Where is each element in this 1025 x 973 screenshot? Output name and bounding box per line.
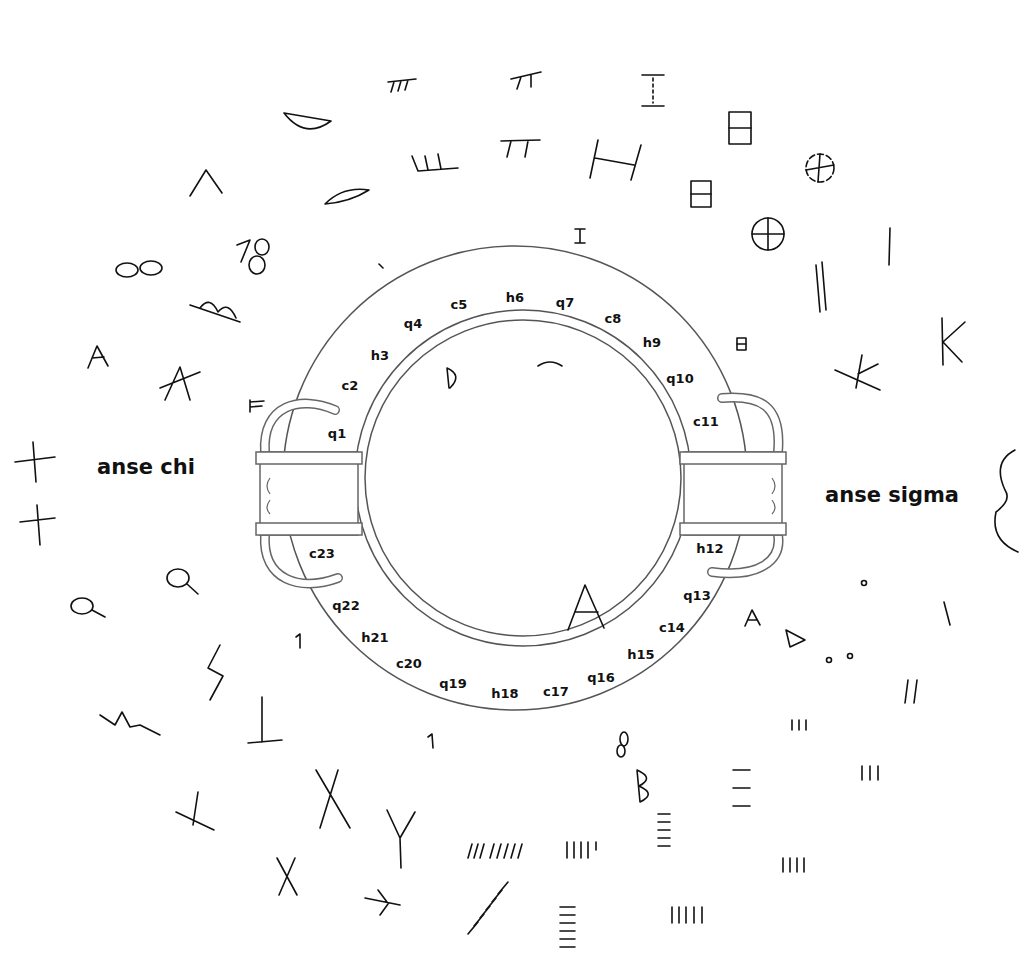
position-code: h9 (643, 335, 661, 350)
position-code: q19 (439, 676, 466, 691)
position-code: c23 (309, 546, 335, 561)
position-code: h18 (491, 686, 518, 701)
position-code: q10 (666, 371, 693, 386)
position-code: q22 (332, 598, 359, 613)
position-code: c17 (543, 684, 569, 699)
position-code: c8 (605, 311, 622, 326)
position-code: q16 (587, 670, 614, 685)
position-code: c14 (659, 620, 685, 635)
position-code: h21 (361, 630, 388, 645)
position-code: q7 (556, 295, 574, 310)
position-code: c20 (396, 656, 422, 671)
handle-label: anse sigma (825, 483, 959, 507)
position-code: h3 (371, 348, 389, 363)
graffiti-marks (15, 72, 1018, 947)
position-code: q1 (328, 426, 346, 441)
position-code: h12 (696, 541, 723, 556)
position-code: c11 (693, 414, 719, 429)
handle-label: anse chi (97, 455, 195, 479)
position-code: c5 (451, 297, 468, 312)
position-code: q13 (683, 588, 710, 603)
position-code: h6 (506, 290, 524, 305)
position-code: q4 (404, 316, 422, 331)
position-code: c2 (342, 378, 359, 393)
position-code: h15 (627, 647, 654, 662)
